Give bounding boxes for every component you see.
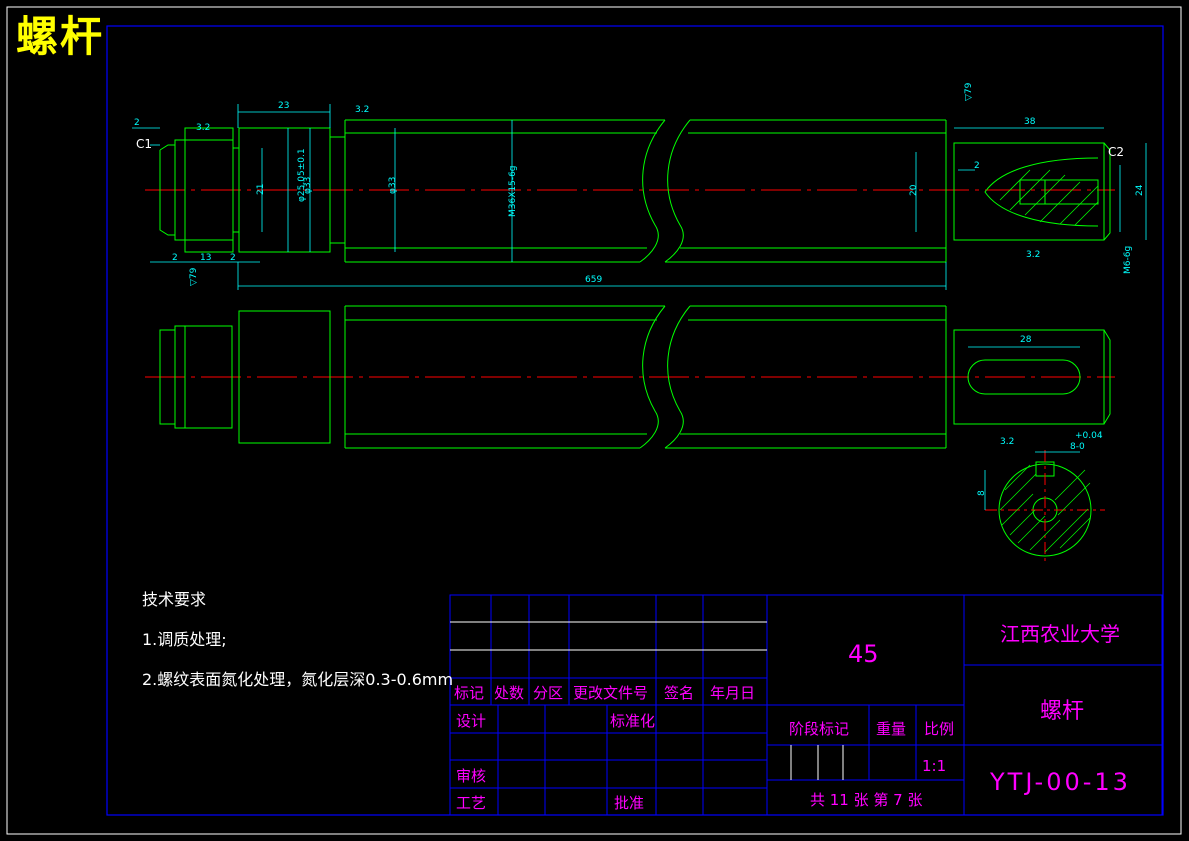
dim-roughness-left: 3.2 [196,123,210,133]
dim-2-key: 2 [974,161,980,171]
part-name: 螺杆 [1040,699,1084,724]
outer-border [6,6,1182,835]
label-stage-mark: 阶段标记 [789,720,849,738]
dim-thread: M36X15-6g [508,165,518,217]
main-dims [132,104,1147,290]
rev-header-zone: 分区 [533,684,563,702]
section-view [985,450,1105,565]
title-block-grid [449,594,1163,816]
dim-c1: C1 [136,137,152,151]
school-name: 江西农业大学 [1000,622,1120,646]
label-approve: 批准 [614,794,644,812]
dim-2-top: 2 [134,118,140,128]
rev-header-mark: 标记 [454,684,484,702]
front-view [145,305,1115,449]
label-weight: 重量 [876,720,906,738]
dim-roughness-mid: 3.2 [355,105,369,115]
dim-28: 28 [1020,335,1032,345]
dim-phi25: φ25.05±0.1 [297,148,307,202]
dim-finish-right: ▽79 [964,82,974,101]
label-design: 设计 [456,712,486,730]
label-review: 审核 [456,767,486,785]
label-scale: 比例 [924,720,954,738]
dim-23: 23 [278,101,289,111]
section-dims [984,451,1080,510]
label-standardization: 标准化 [610,712,655,730]
dim-roughness-section: 3.2 [1000,437,1014,447]
scale-value: 1:1 [922,757,946,775]
dim-m6: M6-6g [1123,246,1133,274]
label-process: 工艺 [456,794,486,812]
dim-20: 20 [909,184,919,196]
dim-tol: +0.04 [1075,431,1103,441]
dim-2-bl: 2 [172,253,178,263]
dim-phi33a: φ33 [303,177,313,194]
dim-phi33b: φ33 [388,177,398,194]
dim-21: 21 [256,184,266,195]
dim-finish-left: ▽79 [189,267,199,286]
drawing-number: YTJ-00-13 [989,768,1131,796]
dim-8-0: 8-0 [1070,442,1085,452]
requirements-heading: 技术要求 [142,590,207,609]
material: 45 [848,640,879,668]
sheet-info: 共 11 张 第 7 张 [810,791,922,809]
rev-header-count: 处数 [494,684,524,702]
requirement-item: 1.调质处理; [142,630,227,649]
main-view [145,119,1115,263]
technical-requirements: 技术要求 1.调质处理; 2.螺纹表面氮化处理，氮化层深0.3-0.6mm [142,586,453,706]
drawing-title: 螺杆 [16,12,105,61]
title-block-white-lines [450,621,844,780]
dim-38: 38 [1024,117,1036,127]
dim-13: 13 [200,253,211,263]
requirement-item: 2.螺纹表面氮化处理，氮化层深0.3-0.6mm [142,670,454,689]
dim-roughness-right: 3.2 [1026,250,1040,260]
dim-24: 24 [1135,184,1145,196]
dim-8: 8 [977,490,987,496]
rev-header-sign: 签名 [664,684,694,702]
dim-2-br: 2 [230,253,236,263]
dim-659: 659 [585,275,602,285]
rev-header-docno: 更改文件号 [573,684,648,702]
dim-c2: C2 [1108,145,1124,159]
rev-header-date: 年月日 [710,684,755,702]
